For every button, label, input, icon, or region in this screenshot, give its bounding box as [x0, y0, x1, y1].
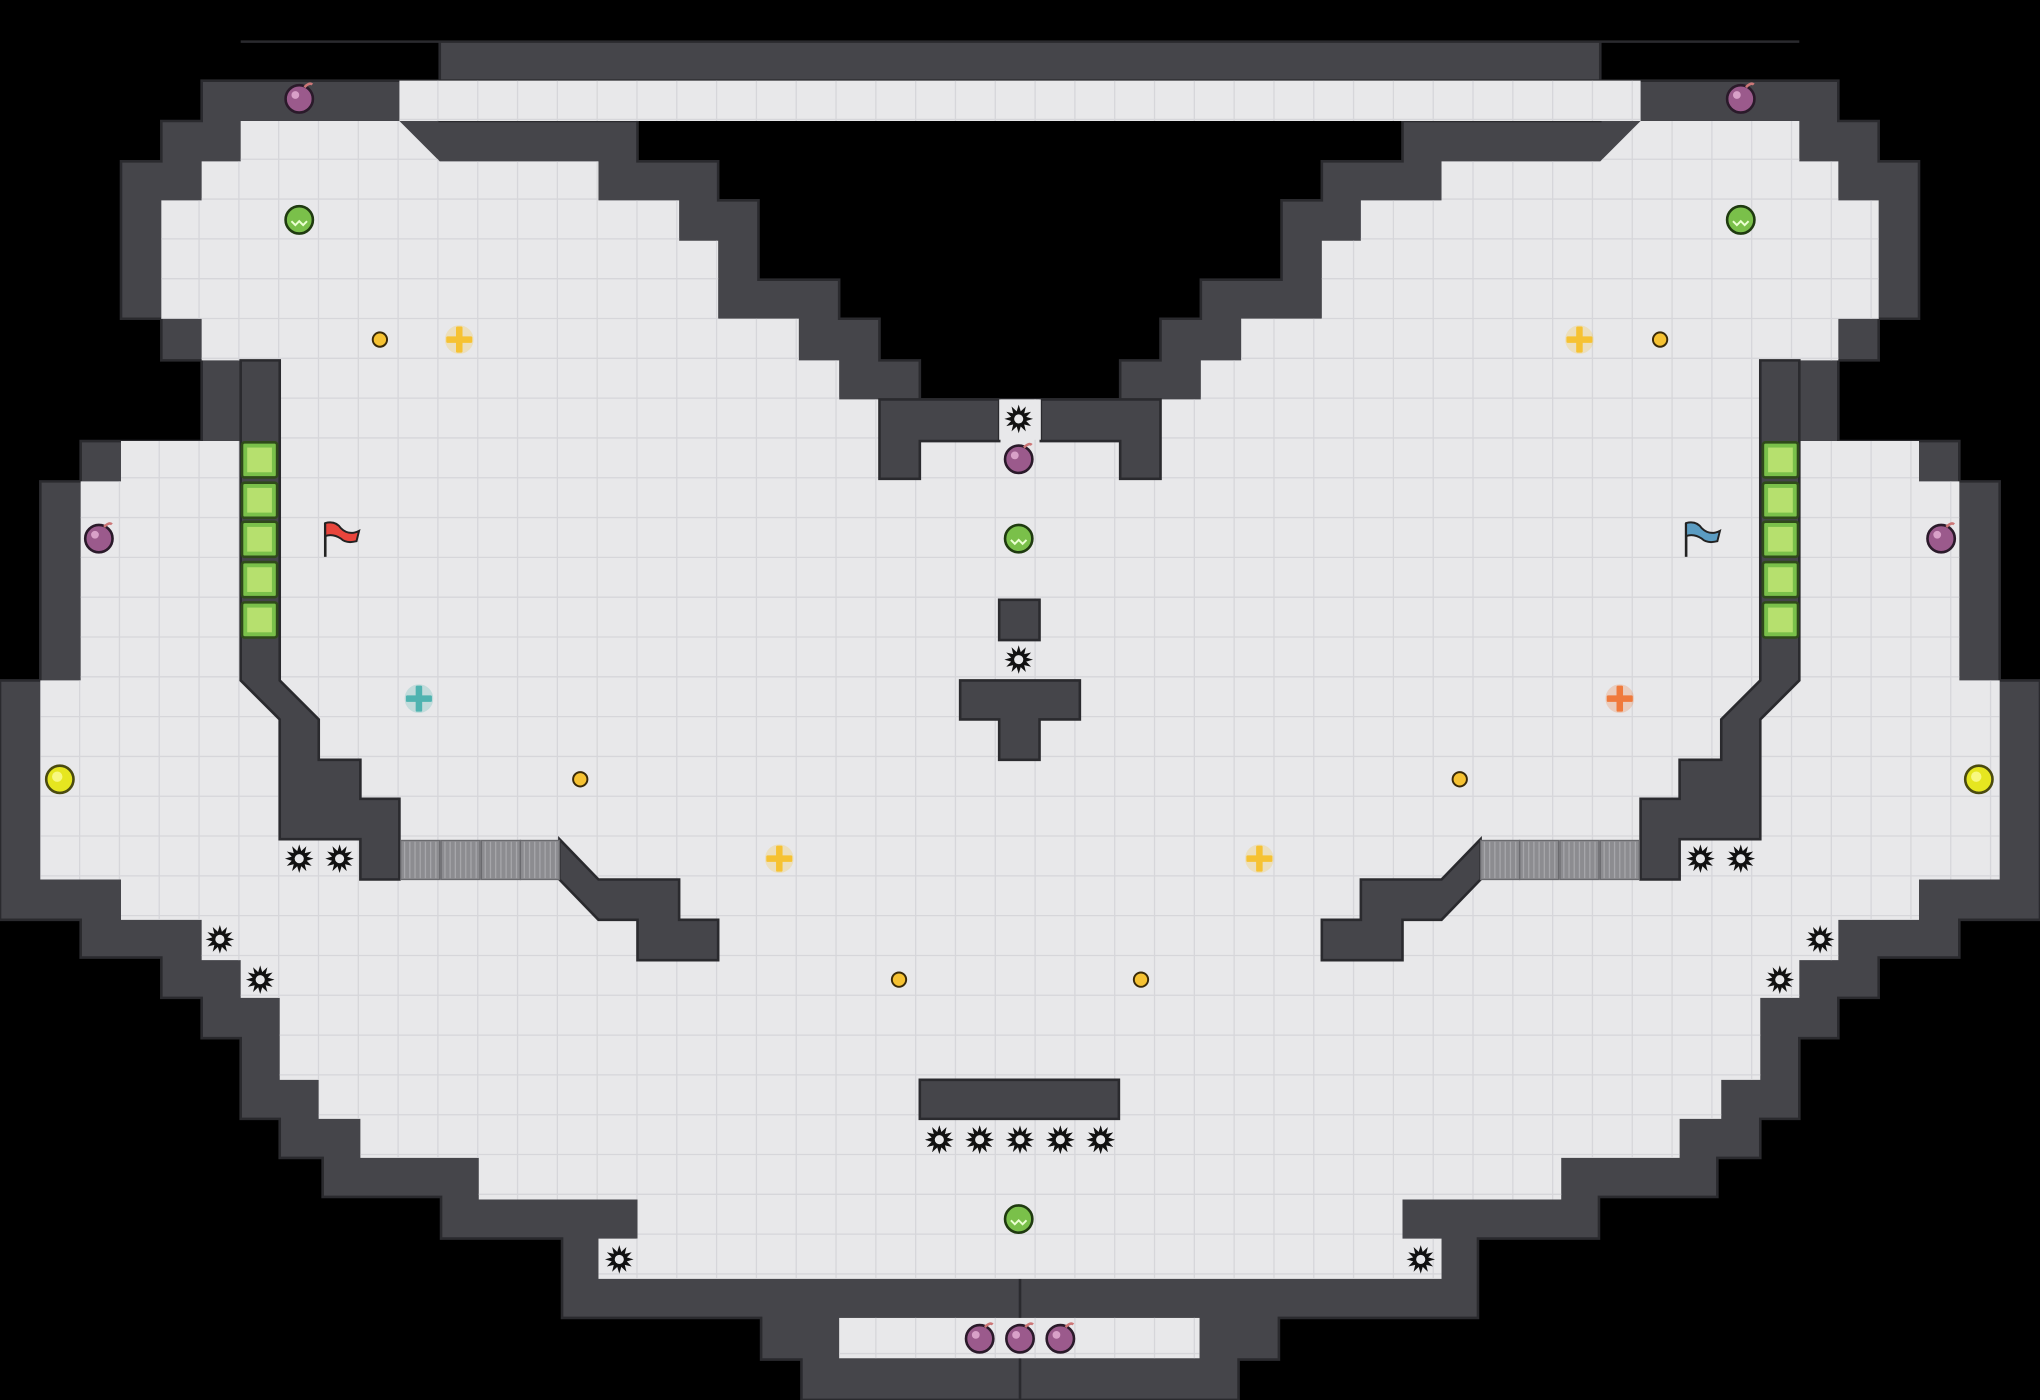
bomb-icon [284, 83, 315, 114]
bomb-icon [1926, 523, 1957, 554]
inner-wall [1639, 359, 1801, 881]
coin-icon [572, 771, 589, 788]
coin-icon [1132, 971, 1150, 988]
coin-icon [1451, 771, 1468, 788]
bomb-icon [1003, 444, 1034, 475]
inner-wall [918, 1078, 1121, 1121]
bomb-icon [1725, 83, 1756, 114]
bomb-icon [1045, 1323, 1076, 1354]
bomb-icon [1005, 1323, 1035, 1354]
inner-wall [958, 679, 1082, 762]
inner-wall [1320, 835, 1482, 962]
bomb-icon [964, 1323, 995, 1354]
coin-icon [890, 971, 908, 988]
bomb-icon [83, 523, 114, 554]
inner-wall [997, 598, 1041, 642]
inner-wall [239, 359, 401, 881]
coin-icon [1651, 331, 1669, 348]
coin-icon [371, 331, 389, 348]
inner-wall [558, 835, 720, 962]
